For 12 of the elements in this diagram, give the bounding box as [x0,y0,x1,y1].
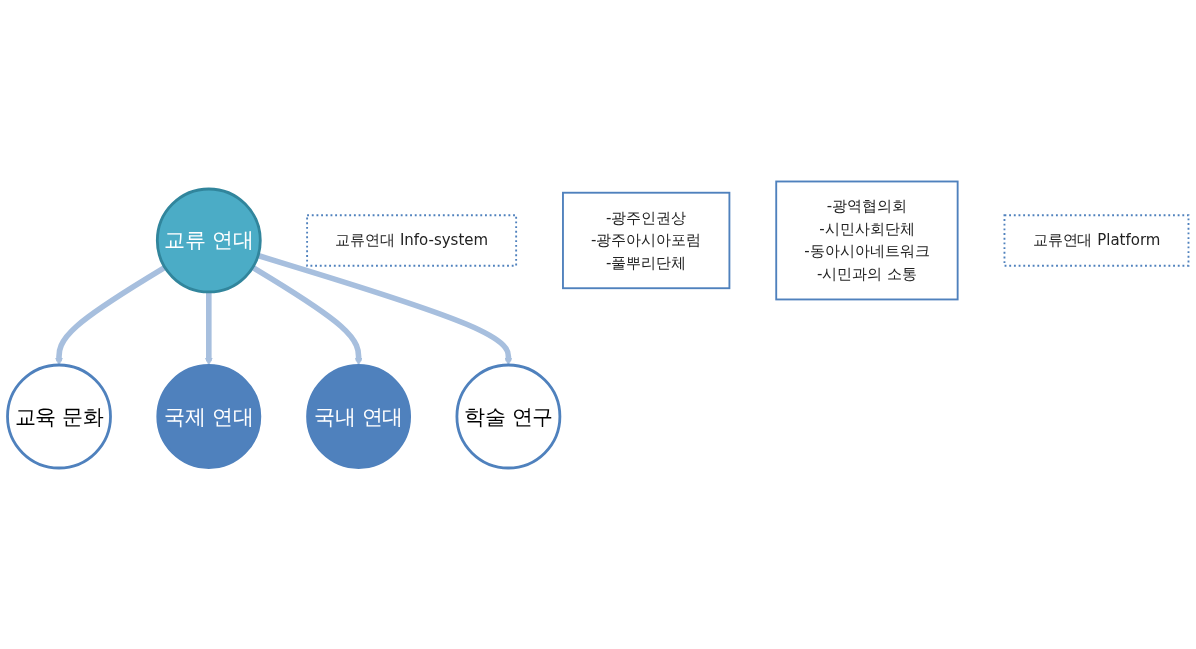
node-circle: 국내 연대 [306,363,412,469]
node-box: 교류연대 Info-system [306,214,518,267]
node-circle: 국제 연대 [156,363,262,469]
node-circle: 교류 연대 [155,187,262,294]
node-box: -광주인권상 -광주아시아포럼 -풀뿌리단체 [562,191,731,289]
arrow [251,264,363,366]
node-circle: 교육 문화 [6,363,112,470]
node-box: -광역협의회 -시민사회단체 -동아시아네트워크 -시민과의 소통 [775,180,959,301]
arrow [54,264,167,366]
arrow [204,291,213,366]
node-circle: 학술 연구 [455,363,562,470]
node-box: 교류연대 Platform [1003,214,1190,267]
